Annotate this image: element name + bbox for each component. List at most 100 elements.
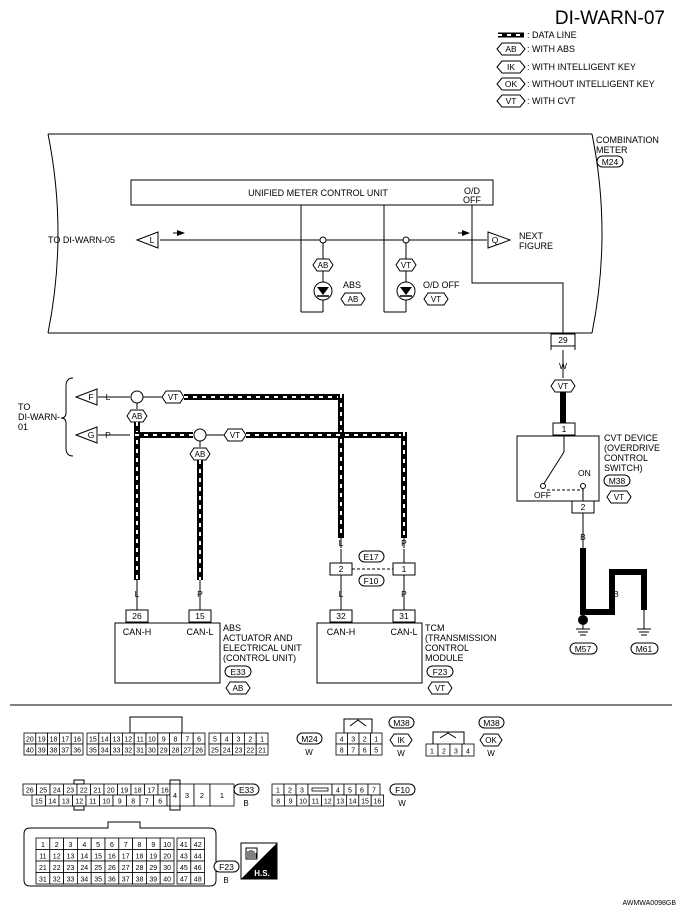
cvt-device: 1 2 ON OFF CVT DEVICE (OVERDRIVE CONTROL… bbox=[516, 422, 660, 514]
option-tag bbox=[479, 733, 503, 747]
pin-number: 19 bbox=[38, 737, 46, 744]
connector-color: W bbox=[305, 748, 313, 757]
connector-id: M38 bbox=[393, 718, 410, 728]
pin-number: 15 bbox=[94, 854, 102, 861]
pin-number: 8 bbox=[340, 748, 344, 755]
pin-number: 24 bbox=[53, 788, 61, 795]
pin-number: 13 bbox=[67, 854, 75, 861]
ground-m57: M57 bbox=[575, 644, 592, 654]
pin-number: 7 bbox=[145, 799, 149, 806]
pin-number: 2 bbox=[288, 788, 292, 795]
pin-number: 15 bbox=[35, 799, 43, 806]
pin-number: 11 bbox=[39, 854, 46, 861]
pin-number: 14 bbox=[101, 737, 109, 744]
abs-unit-line-3: ELECTRICAL UNIT bbox=[223, 643, 302, 653]
connector-id: F10 bbox=[395, 785, 410, 795]
cvt-device-line-1: CVT DEVICE bbox=[604, 433, 658, 443]
connector-color: W bbox=[487, 749, 495, 758]
wire-b-3: B bbox=[613, 589, 619, 599]
legend-ok-text: : WITHOUT INTELLIGENT KEY bbox=[527, 79, 655, 89]
pin-number: 3 bbox=[300, 788, 304, 795]
pin-number: 40 bbox=[163, 877, 171, 884]
pin-number: 13 bbox=[62, 799, 70, 806]
connector-color: B bbox=[223, 876, 228, 885]
abs-unit-line-4: (CONTROL UNIT) bbox=[223, 653, 296, 663]
pin-number: 1 bbox=[41, 842, 45, 849]
abs-unit-line-1: ABS bbox=[223, 623, 241, 633]
tcm-pin-32: 32 bbox=[336, 611, 346, 621]
cvt-pin-1: 1 bbox=[562, 424, 567, 434]
od-off-indicator: VT O/D OFF VT bbox=[383, 205, 460, 313]
legend-data-line-text: : DATA LINE bbox=[527, 30, 577, 40]
tcm-pin-31: 31 bbox=[399, 611, 409, 621]
pin-number: 21 bbox=[258, 748, 266, 755]
connector-id: E33 bbox=[239, 785, 254, 795]
wire-p-abs: P bbox=[197, 589, 203, 599]
pin-number: 27 bbox=[122, 865, 130, 872]
connector-m24-view: 2040193918381737163615351434133312321131… bbox=[23, 716, 323, 757]
pin-number: 7 bbox=[185, 737, 189, 744]
pin-number: 26 bbox=[108, 865, 116, 872]
pin-number: 7 bbox=[372, 788, 376, 795]
pin-number: 9 bbox=[151, 842, 155, 849]
pin-number: 34 bbox=[80, 877, 88, 884]
unified-meter-od: O/D bbox=[464, 186, 481, 196]
pin-cell bbox=[70, 743, 84, 756]
pin-number: 5 bbox=[374, 748, 378, 755]
pin-number: 18 bbox=[134, 788, 142, 795]
od-lamp-tag: VT bbox=[431, 295, 441, 304]
cvt-device-line-4: SWITCH) bbox=[604, 463, 643, 473]
tag-vt-meter: VT bbox=[558, 382, 568, 391]
to-di-warn-01-line-2: DI-WARN- bbox=[18, 412, 60, 422]
pin-number: 3 bbox=[69, 842, 73, 849]
unified-meter-label: UNIFIED METER CONTROL UNIT bbox=[248, 188, 388, 198]
connector-color: B bbox=[243, 799, 248, 808]
pin-number: 44 bbox=[194, 854, 202, 861]
pin-number: 13 bbox=[113, 737, 121, 744]
cvt-pin-2: 2 bbox=[581, 502, 586, 512]
pin-number: 17 bbox=[122, 854, 130, 861]
pin-number: 1 bbox=[374, 737, 378, 744]
pin-number: 31 bbox=[39, 877, 47, 884]
cvt-ground-wiring: B B B B M57 M61 bbox=[569, 513, 659, 655]
can-h-data-line: VT AB L L bbox=[126, 390, 344, 610]
legend-cvt-symbol: VT bbox=[506, 96, 517, 106]
pin-number: 48 bbox=[194, 877, 202, 884]
tcm-line-4: MODULE bbox=[425, 653, 464, 663]
unified-meter-control-unit: UNIFIED METER CONTROL UNIT O/D OFF bbox=[130, 179, 494, 206]
connector-id-badge bbox=[233, 783, 260, 796]
abs-lamp-tag: AB bbox=[348, 295, 359, 304]
connector-id: F23 bbox=[219, 862, 234, 872]
pin-number: 11 bbox=[136, 737, 143, 744]
pin-number: 1 bbox=[260, 737, 264, 744]
pin-number: 15 bbox=[89, 737, 97, 744]
wire-b-1: B bbox=[580, 532, 586, 542]
to-di-warn-05: TO DI-WARN-05 bbox=[48, 235, 115, 245]
pin-number: 20 bbox=[26, 737, 34, 744]
legend-ik: IK : WITH INTELLIGENT KEY bbox=[496, 60, 636, 74]
cvt-device-tag: VT bbox=[614, 493, 624, 502]
connector-id: M24 bbox=[301, 734, 318, 744]
pin-cell bbox=[370, 794, 385, 807]
pin-number: 19 bbox=[149, 854, 157, 861]
pin-number: 32 bbox=[53, 877, 61, 884]
connector-color: W bbox=[398, 799, 406, 808]
pin-number: 6 bbox=[363, 748, 367, 755]
pin-number: 26 bbox=[26, 788, 34, 795]
pin-number: 43 bbox=[180, 854, 188, 861]
pin-number: 19 bbox=[120, 788, 128, 795]
tcm-can-l: CAN-L bbox=[390, 627, 417, 637]
abs-actuator-unit: 26 15 CAN-H CAN-L ABS ACTUATOR AND ELECT… bbox=[114, 609, 302, 695]
pin-number: 4 bbox=[466, 749, 470, 756]
connector-q: Q bbox=[492, 235, 499, 245]
to-di-warn-01: TO DI-WARN- 01 F G L P bbox=[18, 377, 130, 457]
connector-l-meter: L bbox=[150, 235, 155, 245]
pin-number: 18 bbox=[50, 737, 58, 744]
pin-29: 29 bbox=[558, 335, 568, 345]
abs-can-l: CAN-L bbox=[186, 627, 213, 637]
pin-number: 8 bbox=[276, 799, 280, 806]
pin-number: 35 bbox=[94, 877, 102, 884]
pin-number: 8 bbox=[138, 842, 142, 849]
pin-number: 4 bbox=[340, 737, 344, 744]
